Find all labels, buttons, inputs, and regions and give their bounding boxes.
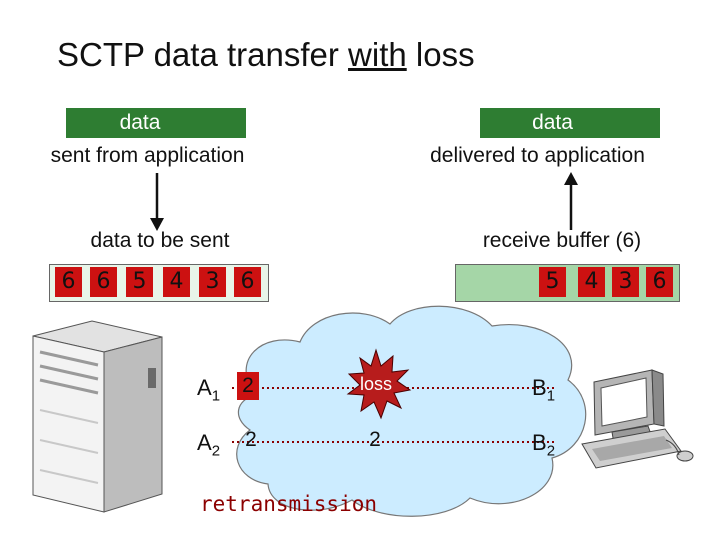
queue-item: 4 [163, 267, 190, 297]
node-b2-base: B [532, 430, 547, 455]
desktop-computer-icon [581, 369, 694, 469]
sender-caption: sent from application [50, 144, 245, 167]
retransmission-label: retransmission [200, 492, 378, 516]
buffer-item: 5 [539, 267, 566, 297]
receiver-caption: delivered to application [430, 144, 645, 167]
node-b2: B2 [532, 430, 555, 459]
receiver-data-bar [480, 108, 660, 138]
receiver-data-label: data [532, 111, 573, 134]
queue-item: 5 [126, 267, 153, 297]
sender-queue-label: data to be sent [90, 229, 230, 252]
server-tower-icon [32, 320, 163, 513]
node-b1-base: B [532, 375, 547, 400]
packet-in-transit: 2 [369, 428, 381, 451]
node-b1: B1 [532, 375, 555, 404]
node-a2-base: A [197, 430, 212, 455]
page-title: SCTP data transfer with loss [57, 36, 475, 74]
buffer-item: 6 [646, 267, 673, 297]
node-b2-sub: 2 [546, 442, 556, 460]
sender-data-label: data [119, 111, 161, 134]
title-underlined-word: with [348, 36, 407, 73]
network-cloud [236, 305, 587, 517]
title-prefix: SCTP data transfer [57, 36, 349, 73]
loss-label: loss [359, 374, 392, 394]
receiver-up-arrowhead [564, 172, 578, 185]
receiver-buffer-label: receive buffer (6) [482, 229, 642, 252]
buffer-item: 4 [578, 267, 605, 297]
packet-a2: 2 [245, 428, 257, 451]
node-a2-sub: 2 [211, 442, 221, 460]
sender-down-arrowhead [150, 218, 164, 231]
queue-item: 6 [234, 267, 261, 297]
node-a1-base: A [197, 375, 212, 400]
node-a2: A2 [197, 430, 220, 459]
queue-item: 3 [199, 267, 226, 297]
loss-burst-icon [346, 348, 412, 420]
queue-item: 6 [55, 267, 82, 297]
sender-data-bar [66, 108, 246, 138]
node-b1-sub: 1 [546, 387, 556, 405]
title-suffix: loss [406, 36, 475, 73]
node-a1: A1 [197, 375, 220, 404]
queue-item: 6 [90, 267, 117, 297]
buffer-item: 3 [612, 267, 639, 297]
node-a1-sub: 1 [211, 387, 221, 405]
sender-queue [49, 264, 269, 302]
receiver-buffer [455, 264, 680, 302]
packet-a1: 2 [237, 372, 259, 400]
